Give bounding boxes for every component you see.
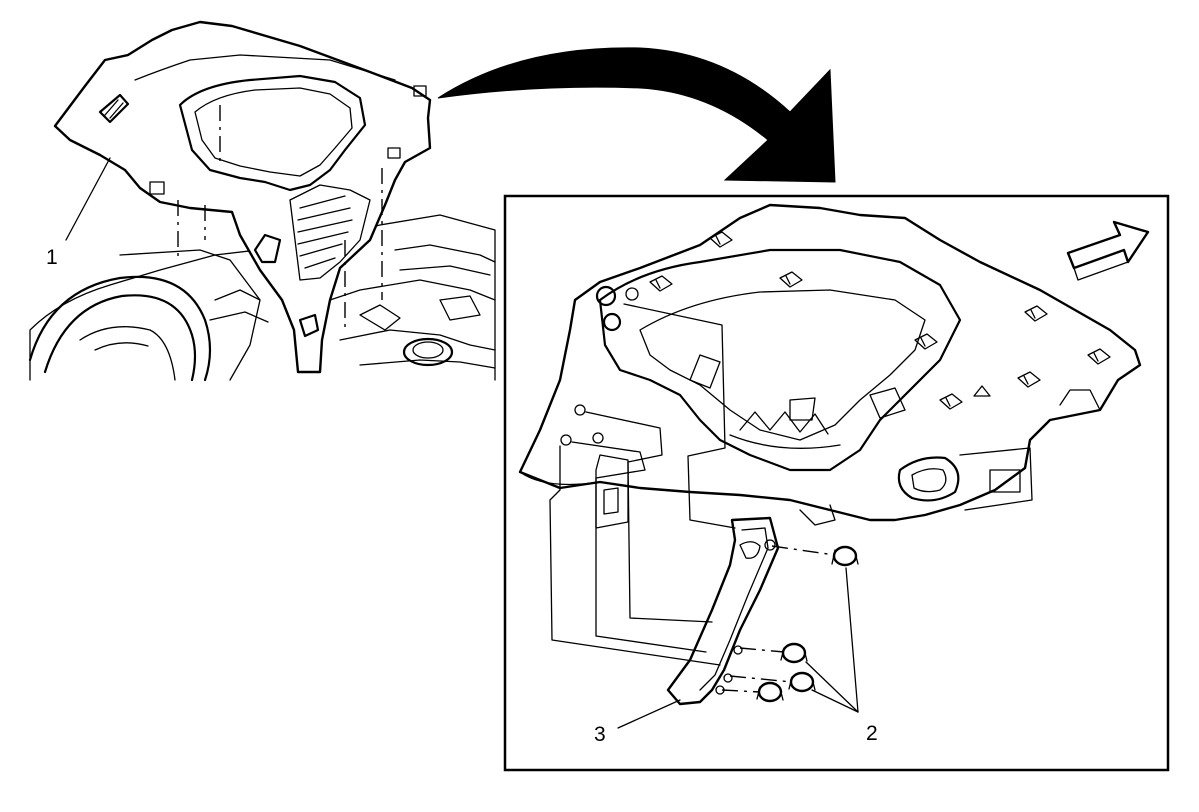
upper-trim-panel-part-1 xyxy=(53,20,432,374)
alignment-lines-detail xyxy=(721,545,836,693)
retaining-clips xyxy=(649,231,1111,410)
fastener xyxy=(756,681,784,703)
direction-arrow-side xyxy=(1073,261,1129,281)
callout-1: 1 xyxy=(46,246,58,269)
detail-inset: 2 3 xyxy=(503,194,1170,772)
direction-arrow-icon xyxy=(1066,220,1150,270)
routing-lines xyxy=(549,303,736,666)
side-bracket-part-3 xyxy=(666,516,780,706)
steering-wheel xyxy=(28,275,212,382)
fastener xyxy=(780,642,808,664)
fasteners-part-2 xyxy=(756,545,859,703)
dash-speaker xyxy=(402,337,454,367)
callout-2-leader xyxy=(845,567,859,713)
fastener xyxy=(788,671,816,693)
fastener xyxy=(831,545,859,567)
alignment-lines-overview xyxy=(177,105,383,330)
callout-2-leader xyxy=(811,689,859,713)
callout-3-leader xyxy=(617,699,681,729)
curved-transition-arrow-icon xyxy=(437,47,836,183)
callout-2-leader xyxy=(805,661,859,713)
dashboard-overview: 1 xyxy=(28,20,496,382)
trim-panel-underside xyxy=(518,203,1142,526)
callout-3: 3 xyxy=(594,723,606,746)
callout-2: 2 xyxy=(866,722,878,745)
callout-1-leader xyxy=(65,157,111,241)
